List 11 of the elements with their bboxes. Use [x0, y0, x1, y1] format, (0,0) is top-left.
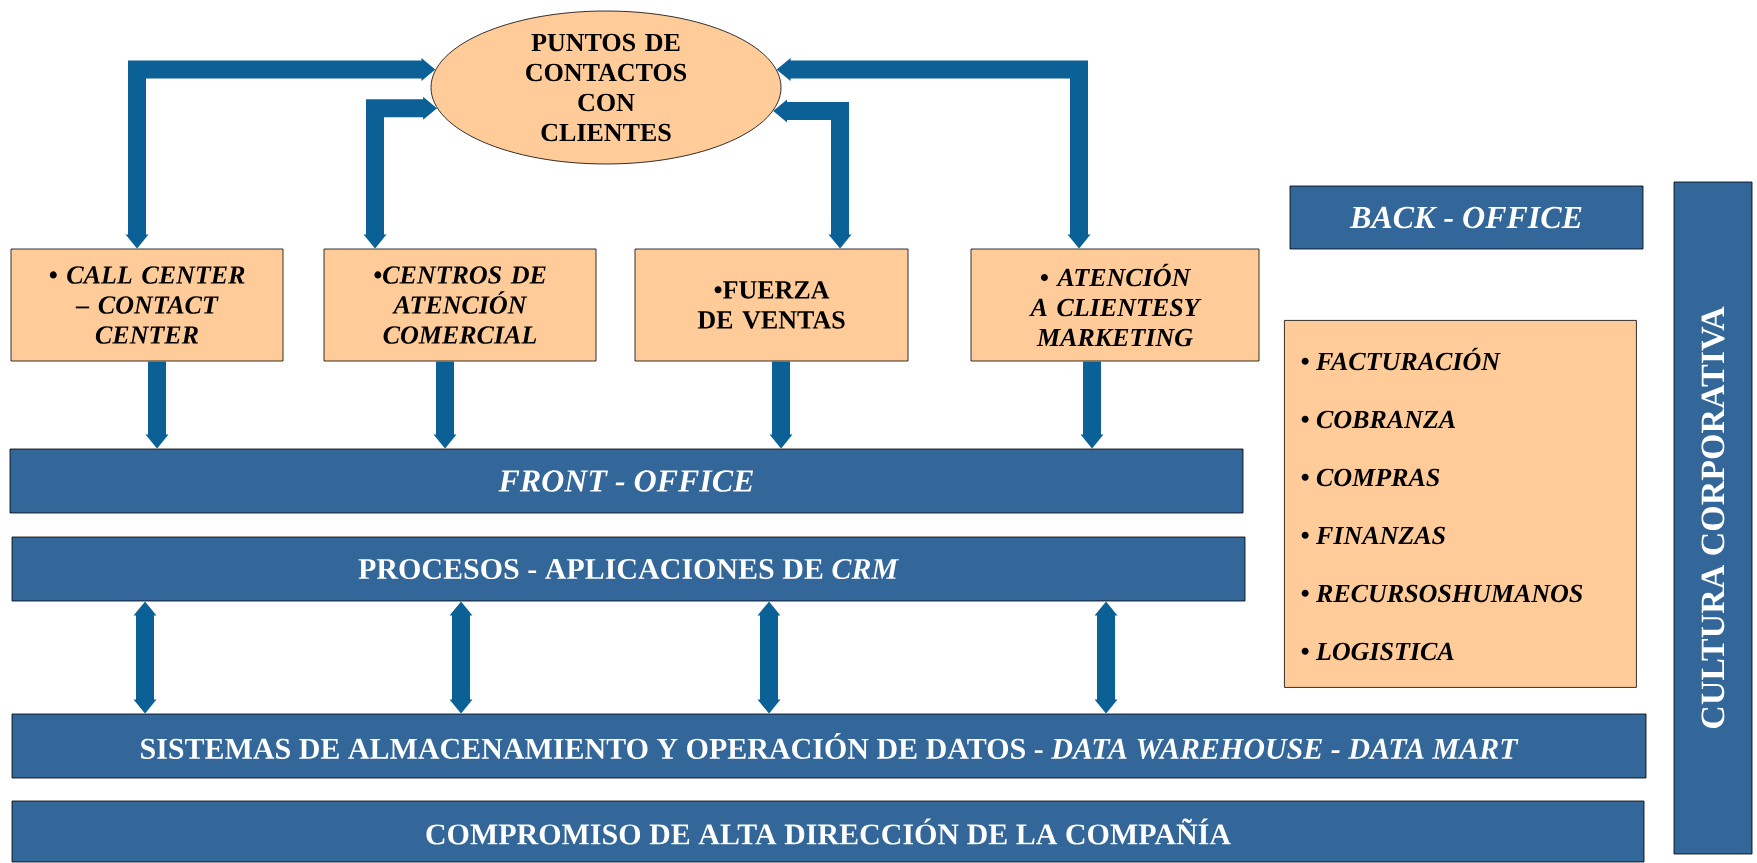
process-list-box: • FACTURACIÓN • COBRANZA • COMPRAS • FINANZAS • RECURSOSHUMANOS • LOGISTICA [1284, 320, 1637, 688]
layer-bar: COMPROMISO DE ALTA DIRECCIÓN DE LA COMPAÑÍA [11, 800, 1645, 863]
office-bar: BACK - OFFICE [1289, 185, 1644, 250]
layer-bar: PROCESOS - APLICACIONES DE CRM [11, 536, 1246, 602]
office-bar: FRONT - OFFICE [9, 448, 1244, 514]
channel-box: •FUERZA DE VENTAS [634, 248, 909, 362]
layer-bar: SISTEMAS DE ALMACENAMIENTO Y OPERACIÓN DE DATOS - DATA WAREHOUSE - DATA MART [11, 713, 1647, 779]
culture-bar: CULTURA CORPORATIVA [1673, 181, 1753, 855]
channel-box: •CENTROS DE ATENCIÓN COMERCIAL [323, 248, 597, 362]
channel-box: • ATENCIÓN A CLIENTESY MARKETING [970, 248, 1260, 362]
channel-box: • CALL CENTER – CONTACT CENTER [10, 248, 284, 362]
